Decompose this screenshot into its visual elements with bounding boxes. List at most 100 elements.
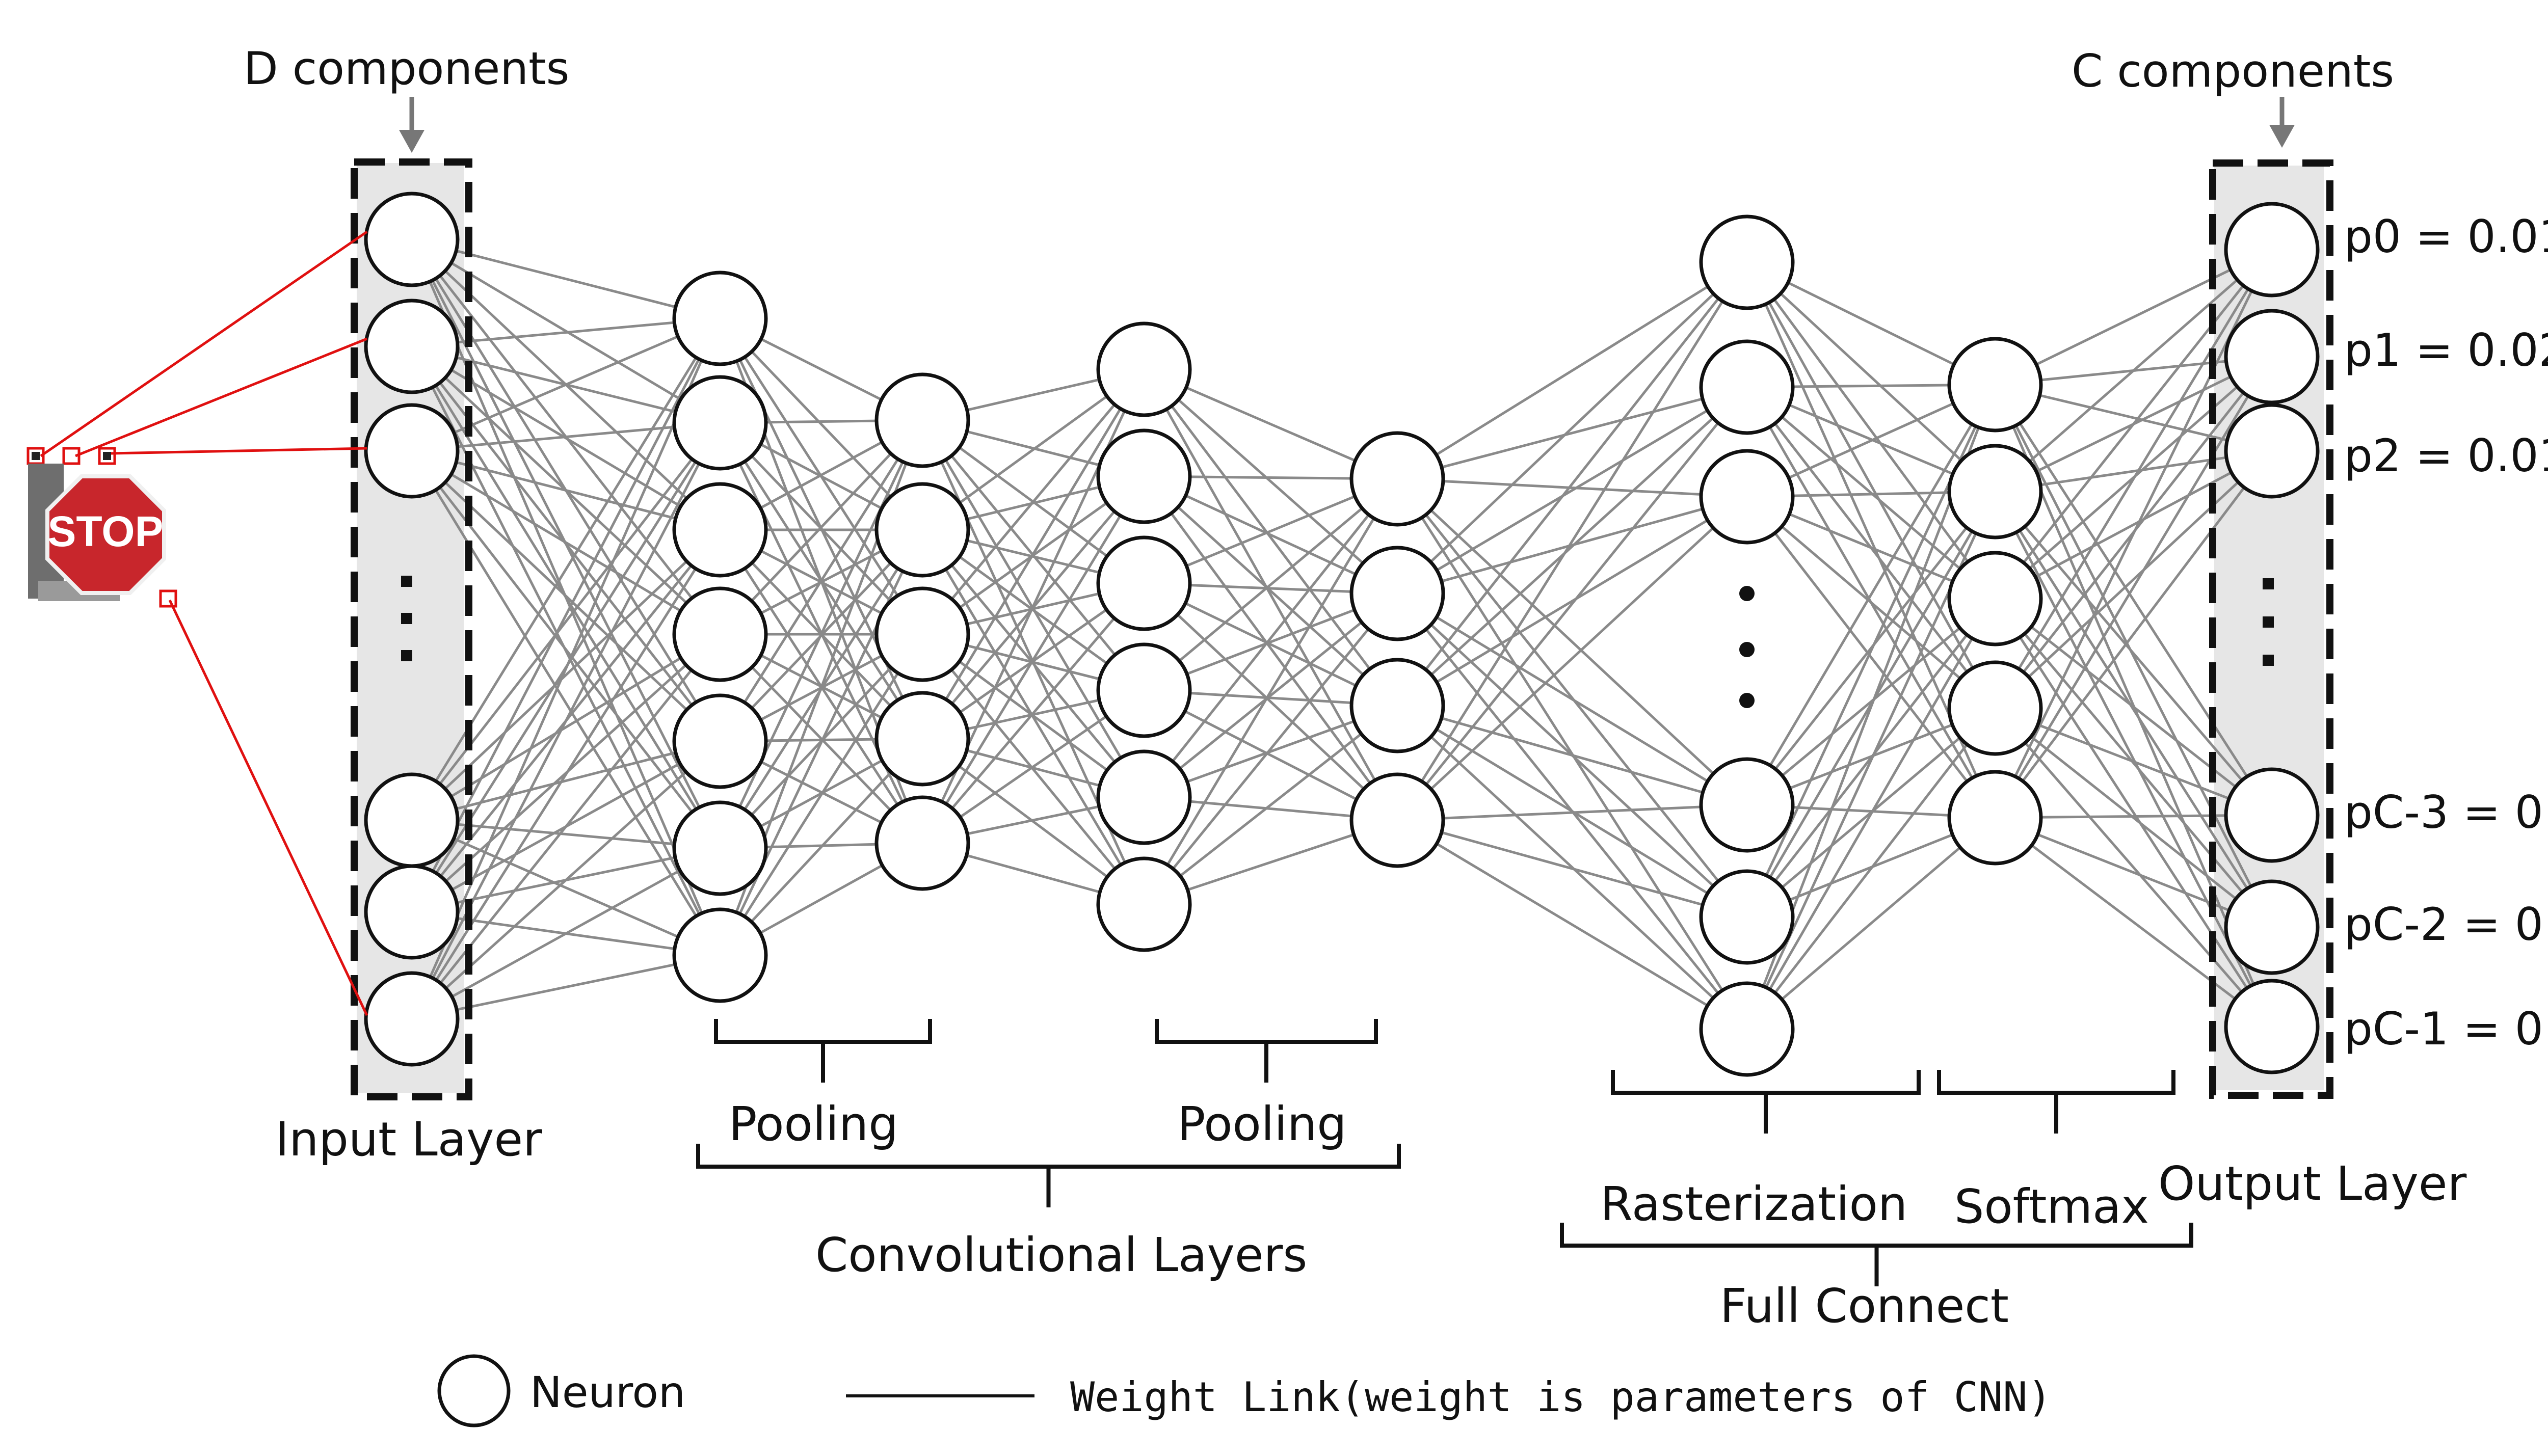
weight-link (1994, 449, 2273, 600)
weight-link (411, 450, 721, 849)
weight-link (1143, 478, 1399, 905)
weight-link (1994, 249, 2273, 493)
neuron (2224, 403, 2320, 499)
input-ellipsis-dot (401, 650, 412, 661)
output-prob-label: p2 = 0.01 (2344, 429, 2548, 482)
output-ellipsis-dot (2263, 655, 2274, 666)
weight-link (411, 449, 721, 636)
weight-link (411, 819, 721, 957)
stop-sign-text: STOP (47, 507, 163, 555)
neuron (874, 795, 970, 891)
legend-weight-link-label: Weight Link(weight is parameters of CNN) (1070, 1373, 2052, 1421)
legend: Neuron Weight Link(weight is parameters … (437, 1354, 2052, 1427)
neuron (1349, 658, 1445, 753)
output-prob-label: p1 = 0.02 (2344, 324, 2548, 376)
weight-link (1143, 478, 1398, 691)
output-probabilities: p0 = 0.01 p1 = 0.02 p2 = 0.01 pC-3 = 0.0… (2344, 210, 2548, 1055)
neuron (1699, 981, 1795, 1077)
full-connect-label: Full Connect (1720, 1279, 2009, 1333)
weight-link (1994, 248, 2273, 386)
weight-link (1994, 598, 2273, 1028)
weight-link (411, 633, 721, 1020)
neuron (1699, 214, 1795, 310)
weight-link (1143, 705, 1398, 905)
convolutional-layers-bracket (696, 1144, 1401, 1207)
weight-link (1397, 803, 1747, 822)
neuron (672, 586, 768, 682)
weight-link (1396, 261, 1748, 480)
weight-link (411, 740, 721, 822)
pooling-bracket-2 (1155, 1019, 1378, 1083)
weight-link (411, 740, 721, 1020)
weight-link (411, 633, 721, 822)
weight-link (1995, 816, 2272, 929)
neuron (2224, 309, 2320, 405)
ellipsis-dots (401, 576, 2274, 708)
weight-link (1397, 704, 1747, 806)
weight-link (1396, 819, 1748, 1031)
brackets (696, 1019, 2193, 1286)
output-prob-label: p0 = 0.01 (2344, 210, 2548, 263)
weight-link (1994, 817, 2273, 1028)
neuron (874, 372, 970, 468)
convolutional-layers-label: Convolutional Layers (815, 1228, 1307, 1282)
full-connect-bracket (1560, 1223, 2193, 1286)
weight-link (1994, 249, 2273, 600)
connector-handle (62, 447, 81, 465)
neuron (364, 864, 460, 960)
weight-link (1396, 386, 1748, 595)
weight-link (719, 633, 924, 956)
weight-link (411, 819, 721, 850)
neuron (672, 693, 768, 789)
weight-link (1746, 707, 1996, 1030)
pooling-label-1: Pooling (729, 1097, 898, 1151)
weight-link (1397, 477, 1747, 498)
raster-ellipsis-dot (1739, 586, 1755, 601)
weight-link (411, 317, 721, 452)
weight-link (1994, 249, 2273, 819)
weight-link (1396, 261, 1748, 595)
weight-link (411, 421, 721, 452)
neuron (1096, 321, 1192, 417)
weight-link (1994, 249, 2273, 709)
raster-ellipsis-dot (1739, 642, 1755, 657)
weight-link (1143, 368, 1398, 707)
weight-link (1396, 386, 1748, 707)
weight-link (719, 419, 923, 635)
neuron (1947, 770, 2043, 866)
weight-link (411, 529, 721, 821)
neuron (672, 271, 768, 366)
neuron (1947, 444, 2043, 540)
input-ellipsis-dot (401, 613, 412, 624)
neuron (364, 299, 460, 394)
rasterization-label: Rasterization (1600, 1177, 1907, 1231)
weight-link (1143, 475, 1399, 821)
weight-link (411, 317, 721, 348)
neuron (874, 482, 970, 578)
input-ellipsis-dot (401, 576, 412, 587)
weight-link (1143, 368, 1398, 595)
weight-link (1746, 496, 1996, 819)
neuron (1096, 642, 1192, 738)
neuron (672, 907, 768, 1003)
weight-link (411, 238, 721, 320)
weight-link (921, 368, 1146, 740)
weight-link (1995, 707, 2272, 817)
weight-link (1746, 817, 1996, 1030)
stop-sign-octagon (45, 474, 166, 595)
softmax-label: Softmax (1954, 1179, 2149, 1234)
weight-link (411, 450, 721, 742)
weight-link (1745, 384, 1997, 806)
neuron (1947, 551, 2043, 646)
neuron (2224, 979, 2320, 1074)
neuron (1349, 431, 1445, 527)
neurons (364, 192, 2320, 1077)
weight-link (1994, 707, 2273, 1028)
weight-link (410, 529, 722, 1020)
c-components-label: C components (2072, 45, 2394, 97)
neuron (364, 971, 460, 1067)
weight-link (1994, 491, 2273, 928)
components-arrows (399, 97, 2295, 153)
pooling-label-2: Pooling (1177, 1097, 1347, 1151)
